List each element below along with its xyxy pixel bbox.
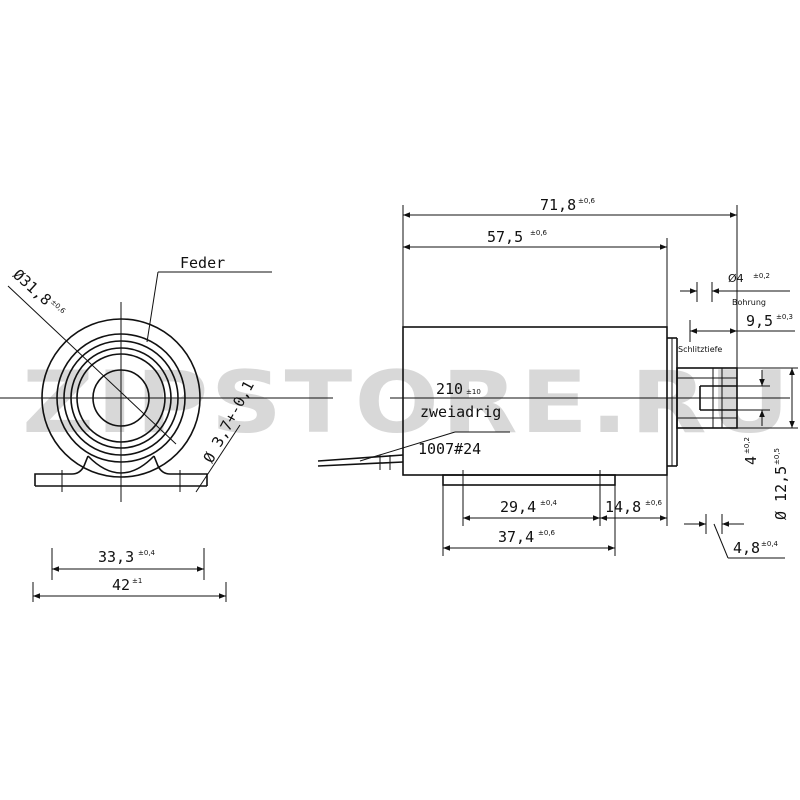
cable-gauge-label: 1007#24 — [418, 440, 481, 458]
bore-dimension: Ø4 ±0,2 Bohrung — [680, 272, 790, 307]
svg-text:Ø31,8: Ø31,8 — [9, 266, 55, 310]
svg-text:Ø 12,5: Ø 12,5 — [772, 466, 790, 520]
svg-text:29,4: 29,4 — [500, 498, 536, 516]
svg-text:±0,4: ±0,4 — [540, 499, 558, 507]
slot-width-dimension: 4,8 ±0,4 — [684, 514, 785, 559]
svg-text:±0,4: ±0,4 — [138, 549, 156, 557]
svg-text:Bohrung: Bohrung — [732, 298, 766, 307]
svg-text:42: 42 — [112, 576, 130, 594]
side-view — [317, 326, 790, 492]
cable-type-label: zweiadrig — [420, 403, 501, 421]
svg-text:±0,6: ±0,6 — [49, 298, 67, 316]
hole-spacing-dimension: 33,3 ±0,4 — [51, 548, 205, 580]
svg-text:±0,6: ±0,6 — [530, 229, 548, 237]
foot-offset-dimension: 14,8 ±0,6 — [600, 475, 668, 526]
svg-text:±0,6: ±0,6 — [578, 197, 596, 205]
svg-text:±0,2: ±0,2 — [753, 272, 770, 280]
svg-text:Ø4: Ø4 — [728, 272, 744, 285]
svg-text:±0,2: ±0,2 — [743, 437, 751, 454]
foot-length-dimension: 29,4 ±0,4 — [462, 492, 601, 526]
svg-text:±0,6: ±0,6 — [645, 499, 663, 507]
svg-text:±0,6: ±0,6 — [538, 529, 556, 537]
svg-text:±0,4: ±0,4 — [761, 540, 779, 548]
svg-text:±0,5: ±0,5 — [773, 448, 781, 465]
svg-text:4,8: 4,8 — [733, 539, 760, 557]
svg-text:±0,3: ±0,3 — [776, 313, 793, 321]
svg-text:37,4: 37,4 — [498, 528, 534, 546]
feder-label: Feder — [180, 254, 225, 272]
svg-text:14,8: 14,8 — [605, 498, 641, 516]
body-length-dimension: 57,5 ±0,6 — [403, 228, 668, 327]
front-view — [0, 271, 333, 502]
watermark: ZIPSTORE.RU — [22, 353, 792, 453]
body-diameter-dimension: Ø31,8 ±0,6 — [9, 266, 67, 316]
overall-length-dimension: 71,8 ±0,6 — [402, 196, 738, 368]
slot-offset-dimension: 9,5 ±0,3 Schlitztiefe — [678, 312, 795, 354]
cable-length-label: 210 — [436, 380, 463, 398]
svg-text:71,8: 71,8 — [540, 196, 576, 214]
base-length-dimension: 37,4 ±0,6 — [442, 485, 616, 556]
base-width-dimension: 42 ±1 — [32, 576, 227, 602]
svg-text:9,5: 9,5 — [746, 312, 773, 330]
cable-length-tolerance: ±10 — [466, 388, 481, 396]
svg-text:33,3: 33,3 — [98, 548, 134, 566]
plunger-diameter-dimension: Ø 12,5 ±0,5 — [737, 367, 798, 520]
svg-text:4: 4 — [742, 456, 760, 465]
svg-text:±1: ±1 — [132, 577, 142, 585]
svg-text:Schlitztiefe: Schlitztiefe — [678, 345, 722, 354]
slot-depth-dimension: 4 ±0,2 — [737, 370, 770, 465]
watermark-text: ZIPSTORE.RU — [22, 353, 792, 453]
svg-text:57,5: 57,5 — [487, 228, 523, 246]
